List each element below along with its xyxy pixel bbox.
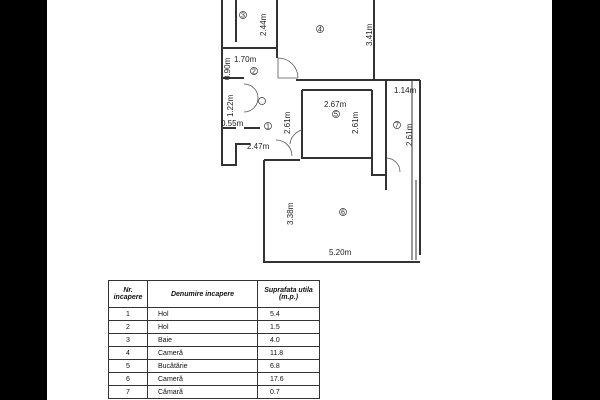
dim-0-55: 0.55m xyxy=(221,119,244,128)
cell-nr: 4 xyxy=(108,346,148,360)
cell-area: 5.4 xyxy=(257,307,320,321)
cell-area: 17.6 xyxy=(257,372,320,386)
walls xyxy=(221,0,421,263)
room-number-1: 1 xyxy=(266,124,270,131)
cell-nr: 7 xyxy=(108,385,148,399)
dim-2-47: 2.47m xyxy=(247,142,270,151)
dim-2-67: 2.67m xyxy=(324,100,347,109)
room-number-3: 3 xyxy=(241,13,245,20)
cell-name: Cămară xyxy=(147,385,258,399)
table-header-row: Nr. incapere Denumire incapere Suprafata… xyxy=(108,280,320,308)
room-area-table: Nr. incapere Denumire incapere Suprafata… xyxy=(108,280,320,399)
dim-2-61-pantry: 2.61m xyxy=(405,123,414,146)
cell-name: Cameră xyxy=(147,346,258,360)
cell-name: Cameră xyxy=(147,372,258,386)
cell-area: 11.8 xyxy=(257,346,320,360)
room-number-7: 7 xyxy=(395,123,399,130)
room-number-markers xyxy=(239,11,401,216)
dim-3-38: 3.38m xyxy=(286,202,295,225)
room-number-5: 5 xyxy=(334,112,338,119)
dim-3-41: 3.41m xyxy=(365,23,374,46)
dim-2-61-hall: 2.61m xyxy=(283,111,292,134)
dimension-labels: 2.44m 3.41m 1.70m 0.90m 1.14m 2.67m 1.22… xyxy=(221,13,417,257)
room-numbers: 3 4 2 5 1 7 6 xyxy=(241,13,399,217)
cell-nr: 1 xyxy=(108,307,148,321)
cell-area: 6.8 xyxy=(257,359,320,373)
cell-area: 0.7 xyxy=(257,385,320,399)
cell-nr: 2 xyxy=(108,320,148,334)
dim-1-22: 1.22m xyxy=(226,94,235,117)
header-nr: Nr. incapere xyxy=(108,280,148,308)
cell-nr: 6 xyxy=(108,372,148,386)
dim-0-90: 0.90m xyxy=(223,57,232,80)
dim-1-70: 1.70m xyxy=(234,55,257,64)
header-name: Denumire incapere xyxy=(147,280,258,308)
cell-nr: 5 xyxy=(108,359,148,373)
dim-5-20: 5.20m xyxy=(329,248,352,257)
cell-area: 1.5 xyxy=(257,320,320,334)
dim-2-61-kitchen: 2.61m xyxy=(351,111,360,134)
cell-area: 4.0 xyxy=(257,333,320,347)
dim-1-14: 1.14m xyxy=(394,86,417,95)
cell-nr: 3 xyxy=(108,333,148,347)
dim-2-44: 2.44m xyxy=(259,13,268,36)
room-number-4: 4 xyxy=(318,27,322,34)
cell-name: Hol xyxy=(147,307,258,321)
room-number-6: 6 xyxy=(341,210,345,217)
cell-name: Hol xyxy=(147,320,258,334)
cell-name: Bucătărie xyxy=(147,359,258,373)
header-area: Suprafata utila (m.p.) xyxy=(257,280,320,308)
room-number-2: 2 xyxy=(252,69,256,76)
door-swings xyxy=(243,57,401,173)
cell-name: Baie xyxy=(147,333,258,347)
